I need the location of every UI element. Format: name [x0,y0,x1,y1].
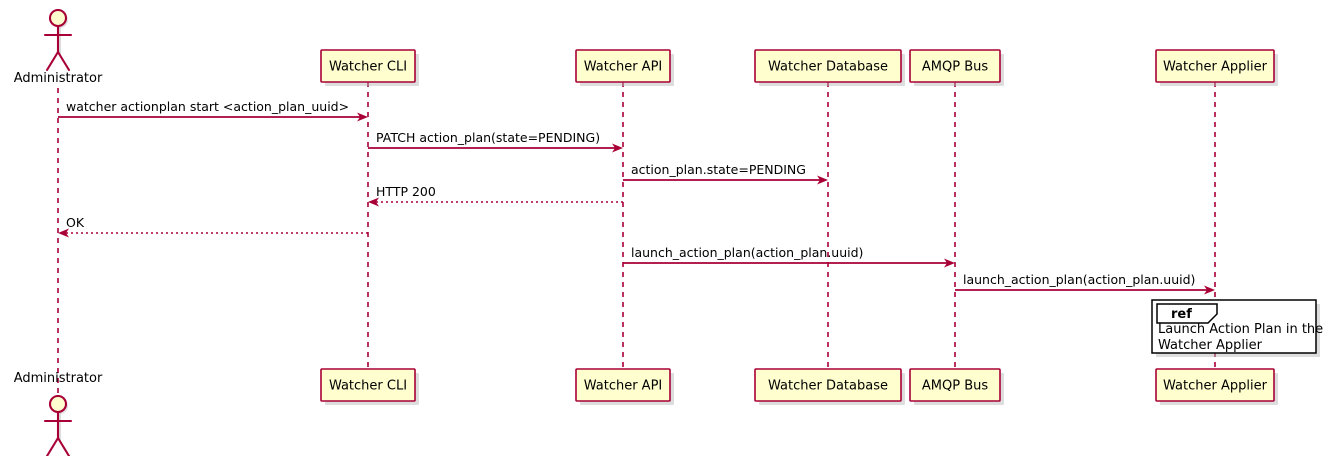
actor-administrator [43,8,73,72]
participant-box-rect [754,368,902,402]
message-label-2: action_plan.state=PENDING [631,162,806,177]
participant-label-amqp-bus: AMQP Bus [922,379,988,394]
message-3: HTTP 200 [368,184,623,207]
message-label-3: HTTP 200 [376,184,436,199]
message-label-4: OK [66,215,85,230]
message-arrowhead-0 [357,112,368,122]
actor-leg-left [45,50,60,72]
ref-operator-tab [1156,303,1218,324]
participant-box-watcher-api[interactable]: Watcher API [575,49,674,86]
actor-head [48,8,68,28]
message-arrowhead-3 [368,197,379,207]
participant-box-watcher-db[interactable]: Watcher Database [754,368,905,405]
participant-box-watcher-cli[interactable]: Watcher CLI [320,49,419,86]
participant-box-amqp-bus[interactable]: AMQP Bus [909,49,1004,86]
participant-label-watcher-api: Watcher API [584,60,663,75]
participant-box-watcher-cli[interactable]: Watcher CLI [320,368,419,405]
participant-box-watcher-applier[interactable]: Watcher Applier [1155,368,1278,405]
participant-box-amqp-bus[interactable]: AMQP Bus [909,368,1004,405]
message-arrowhead-6 [1204,285,1215,295]
actor-label-administrator: Administrator [14,371,103,386]
participant-box-watcher-applier[interactable]: Watcher Applier [1155,49,1278,86]
message-1: PATCH action_plan(state=PENDING) [368,130,623,153]
message-6: launch_action_plan(action_plan.uuid) [955,272,1215,295]
ref-operator-label: ref [1171,307,1192,322]
message-arrowhead-5 [944,258,955,268]
actor-head [48,394,68,414]
actor-leg-right [56,436,71,456]
ref-body-line-0: Launch Action Plan in the [1158,322,1323,337]
message-arrowhead-1 [612,143,623,153]
actor-leg-left [45,436,60,456]
participant-label-watcher-db: Watcher Database [768,60,888,75]
participant-box-rect [754,49,902,83]
actor-label-administrator: Administrator [14,71,103,86]
message-0: watcher actionplan start <action_plan_uu… [58,99,368,122]
actor-administrator [43,394,73,456]
participant-box-rect [1155,368,1275,402]
participant-box-rect [1155,49,1275,83]
actor-leg-right [56,50,71,72]
message-2: action_plan.state=PENDING [623,162,828,185]
participant-box-rect [909,368,1001,402]
participant-label-watcher-api: Watcher API [584,379,663,394]
participant-box-rect [575,368,671,402]
message-label-1: PATCH action_plan(state=PENDING) [376,130,600,145]
participant-box-rect [320,49,416,83]
participant-box-rect [575,49,671,83]
message-arrowhead-4 [58,228,69,238]
message-label-5: launch_action_plan(action_plan.uuid) [631,245,863,260]
participant-label-amqp-bus: AMQP Bus [922,60,988,75]
message-arrowhead-2 [817,175,828,185]
message-5: launch_action_plan(action_plan.uuid) [623,245,955,268]
ref-body-line-1: Watcher Applier [1158,338,1263,353]
participant-label-watcher-cli: Watcher CLI [329,379,407,394]
participant-label-watcher-applier: Watcher Applier [1163,379,1268,394]
participant-label-watcher-cli: Watcher CLI [329,60,407,75]
participant-label-watcher-db: Watcher Database [768,379,888,394]
message-4: OK [58,215,368,238]
participant-box-watcher-db[interactable]: Watcher Database [754,49,905,86]
message-label-6: launch_action_plan(action_plan.uuid) [963,272,1195,287]
participant-box-rect [909,49,1001,83]
participant-box-rect [320,368,416,402]
message-label-0: watcher actionplan start <action_plan_uu… [66,99,349,114]
participant-label-watcher-applier: Watcher Applier [1163,60,1268,75]
participant-box-watcher-api[interactable]: Watcher API [575,368,674,405]
